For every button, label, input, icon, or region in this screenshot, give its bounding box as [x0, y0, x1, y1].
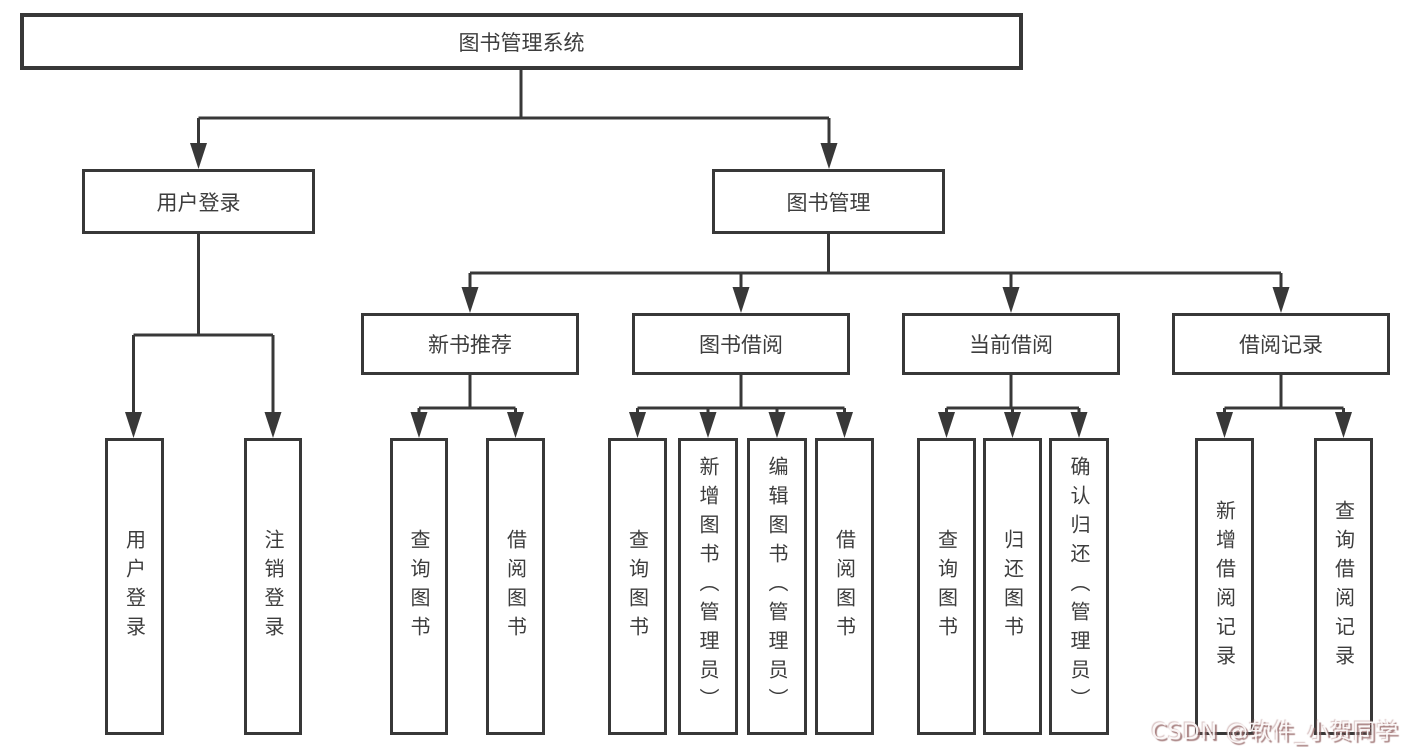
arrowhead	[836, 412, 853, 438]
arrowhead	[461, 287, 479, 313]
node-current-borrowing: 当前借阅	[902, 313, 1120, 375]
leaf-add-books-admin: 新增图书（管理员）	[678, 438, 738, 735]
leaf-label: 新增借阅记录	[1212, 499, 1237, 674]
arrowhead	[1002, 287, 1020, 313]
node-label: 图书管理	[786, 190, 871, 215]
arrowheads	[125, 143, 1352, 438]
connector-current-to-leaves	[945, 375, 1081, 414]
leaf-edit-books-admin: 编辑图书（管理员）	[747, 438, 807, 735]
arrowhead	[820, 143, 838, 169]
arrowhead	[410, 412, 428, 438]
node-book-management: 图书管理	[712, 169, 945, 234]
arrowhead	[629, 412, 646, 438]
node-label: 新书推荐	[428, 333, 512, 357]
leaf-label: 确认归还（管理员）	[1067, 456, 1091, 717]
csdn-watermark: CSDN @软件_小贺同学	[1151, 720, 1399, 745]
arrowhead	[190, 143, 207, 169]
node-label: 图书管理系统	[458, 30, 585, 55]
arrowhead	[1216, 412, 1233, 438]
leaf-query-borrow-record: 查询借阅记录	[1314, 438, 1373, 735]
leaf-label: 归还图书	[1000, 528, 1025, 645]
leaf-logout: 注销登录	[244, 438, 302, 735]
arrowhead	[507, 412, 524, 438]
leaf-label: 编辑图书（管理员）	[765, 456, 789, 717]
leaf-label: 查询借阅记录	[1331, 499, 1356, 674]
leaf-label: 查询图书	[625, 528, 650, 645]
node-user-login: 用户登录	[82, 169, 315, 234]
connector-records-to-leaves	[1223, 375, 1345, 414]
arrowhead	[732, 287, 750, 313]
connector-bookmgmt-to-level3	[468, 234, 1283, 289]
leaf-confirm-return-admin: 确认归还（管理员）	[1049, 438, 1109, 735]
arrowhead	[938, 412, 955, 438]
node-new-book-recommendation: 新书推荐	[361, 313, 579, 375]
leaf-user-login: 用户登录	[105, 438, 164, 735]
leaf-label: 新增图书（管理员）	[696, 456, 720, 717]
arrowhead	[1004, 412, 1021, 438]
connector-userlogin-to-leaves	[132, 234, 275, 414]
leaf-query-books-borrowing: 查询图书	[608, 438, 667, 735]
arrowhead	[768, 412, 786, 438]
arrowhead	[1272, 287, 1290, 313]
node-borrowing-records: 借阅记录	[1172, 313, 1390, 375]
leaf-query-books-recommend: 查询图书	[390, 438, 448, 735]
arrowhead	[699, 412, 717, 438]
node-book-borrowing: 图书借阅	[632, 313, 850, 375]
arrowhead	[1070, 412, 1088, 438]
node-label: 当前借阅	[969, 333, 1053, 357]
node-label: 借阅记录	[1239, 333, 1323, 357]
leaf-return-books: 归还图书	[983, 438, 1042, 735]
arrowhead	[264, 412, 282, 438]
node-library-management-system: 图书管理系统	[20, 13, 1023, 70]
connector-borrowmod-to-leaves	[636, 375, 846, 414]
connector-root-to-level2	[197, 70, 831, 145]
node-label: 用户登录	[156, 190, 241, 215]
leaf-label: 查询图书	[407, 528, 431, 645]
connector-newrec-to-leaves	[417, 375, 517, 414]
leaf-label: 注销登录	[261, 528, 285, 645]
leaf-label: 查询图书	[934, 528, 959, 645]
leaf-add-borrow-record: 新增借阅记录	[1195, 438, 1254, 735]
leaf-query-books-current: 查询图书	[917, 438, 976, 735]
leaf-label: 借阅图书	[503, 528, 528, 645]
leaf-borrow-books-recommend: 借阅图书	[486, 438, 545, 735]
leaf-label: 借阅图书	[832, 528, 857, 645]
connector-paths	[132, 70, 1345, 414]
leaf-borrow-books: 借阅图书	[815, 438, 874, 735]
arrowhead	[125, 412, 142, 438]
leaf-label: 用户登录	[122, 528, 147, 645]
arrowhead	[1335, 412, 1352, 438]
node-label: 图书借阅	[699, 333, 783, 357]
